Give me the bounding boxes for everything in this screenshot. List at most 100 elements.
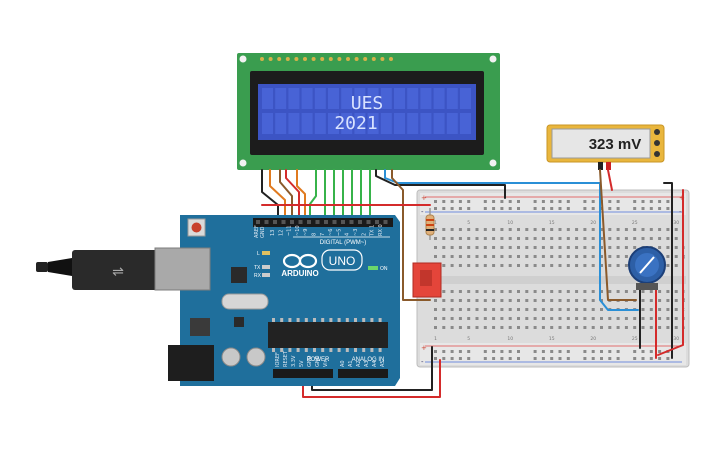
breadboard-hole[interactable]: [575, 246, 579, 249]
breadboard-hole[interactable]: [674, 326, 678, 329]
breadboard-hole[interactable]: [674, 290, 678, 293]
breadboard-hole[interactable]: [550, 299, 554, 302]
breadboard-hole[interactable]: [674, 228, 678, 231]
breadboard-hole[interactable]: [566, 255, 570, 258]
breadboard-hole[interactable]: [600, 264, 603, 267]
resistor[interactable]: [425, 208, 435, 240]
breadboard-hole[interactable]: [641, 299, 645, 302]
breadboard-hole[interactable]: [525, 317, 529, 320]
breadboard-hole[interactable]: [558, 299, 562, 302]
breadboard-hole[interactable]: [624, 317, 628, 320]
breadboard-hole[interactable]: [458, 246, 462, 249]
rail-hole[interactable]: [508, 350, 512, 353]
rail-hole[interactable]: [517, 200, 520, 203]
rail-hole[interactable]: [442, 207, 446, 210]
rail-hole[interactable]: [583, 200, 587, 203]
rail-hole[interactable]: [458, 357, 462, 360]
breadboard-hole[interactable]: [624, 237, 628, 240]
wire-rail-red-right[interactable]: [657, 189, 684, 356]
breadboard-hole[interactable]: [533, 228, 537, 231]
breadboard-hole[interactable]: [550, 290, 554, 293]
rail-hole[interactable]: [641, 357, 645, 360]
rail-hole[interactable]: [541, 200, 545, 203]
breadboard-hole[interactable]: [616, 255, 620, 258]
breadboard-hole[interactable]: [575, 290, 579, 293]
breadboard-hole[interactable]: [517, 299, 520, 302]
breadboard-hole[interactable]: [558, 255, 562, 258]
rail-hole[interactable]: [483, 207, 487, 210]
breadboard-hole[interactable]: [508, 290, 512, 293]
breadboard-hole[interactable]: [458, 308, 462, 311]
lcd-pin[interactable]: [260, 57, 264, 61]
breadboard-hole[interactable]: [674, 246, 678, 249]
rail-hole[interactable]: [450, 207, 454, 210]
wire-probe-black[interactable]: [599, 169, 637, 301]
breadboard-hole[interactable]: [591, 237, 595, 240]
breadboard-hole[interactable]: [442, 308, 446, 311]
rail-hole[interactable]: [508, 357, 512, 360]
breadboard-hole[interactable]: [492, 317, 496, 320]
lcd-pin[interactable]: [311, 57, 316, 61]
breadboard-hole[interactable]: [608, 237, 612, 240]
breadboard-hole[interactable]: [475, 317, 479, 320]
breadboard-hole[interactable]: [591, 299, 595, 302]
rail-hole[interactable]: [616, 207, 620, 210]
wire-lcd-orange-1[interactable]: [269, 169, 286, 221]
breadboard-hole[interactable]: [434, 255, 437, 258]
rail-hole[interactable]: [649, 350, 653, 353]
header-pin[interactable]: [349, 220, 354, 224]
breadboard-hole[interactable]: [525, 255, 529, 258]
breadboard-hole[interactable]: [608, 246, 612, 249]
breadboard-hole[interactable]: [575, 264, 579, 267]
breadboard-hole[interactable]: [666, 255, 670, 258]
breadboard-hole[interactable]: [450, 255, 454, 258]
breadboard-hole[interactable]: [674, 317, 678, 320]
breadboard-hole[interactable]: [442, 264, 446, 267]
breadboard-hole[interactable]: [616, 317, 620, 320]
breadboard-hole[interactable]: [525, 237, 529, 240]
breadboard-hole[interactable]: [508, 246, 512, 249]
rail-hole[interactable]: [458, 350, 462, 353]
breadboard-hole[interactable]: [525, 299, 529, 302]
breadboard-hole[interactable]: [666, 237, 670, 240]
multimeter-terminal-c[interactable]: [654, 151, 660, 157]
breadboard-hole[interactable]: [641, 308, 645, 311]
breadboard-hole[interactable]: [550, 326, 554, 329]
lcd-pin[interactable]: [389, 57, 393, 61]
breadboard-hole[interactable]: [583, 326, 587, 329]
breadboard-hole[interactable]: [624, 246, 628, 249]
rail-hole[interactable]: [434, 350, 437, 353]
breadboard-hole[interactable]: [483, 255, 487, 258]
breadboard-hole[interactable]: [517, 237, 520, 240]
breadboard-hole[interactable]: [492, 264, 496, 267]
breadboard-hole[interactable]: [583, 246, 587, 249]
breadboard-hole[interactable]: [583, 255, 587, 258]
lcd-pin[interactable]: [354, 57, 359, 61]
breadboard-hole[interactable]: [591, 255, 595, 258]
lcd-pin[interactable]: [328, 57, 333, 61]
rail-hole[interactable]: [434, 357, 437, 360]
breadboard-hole[interactable]: [492, 228, 496, 231]
rail-hole[interactable]: [458, 207, 462, 210]
breadboard-hole[interactable]: [492, 326, 496, 329]
breadboard-hole[interactable]: [442, 228, 446, 231]
breadboard-hole[interactable]: [492, 255, 496, 258]
breadboard-hole[interactable]: [434, 237, 437, 240]
header-pin[interactable]: [366, 220, 371, 224]
slide-switch[interactable]: [412, 262, 442, 298]
breadboard-hole[interactable]: [483, 308, 487, 311]
header-pin[interactable]: [332, 220, 337, 224]
breadboard-hole[interactable]: [525, 264, 529, 267]
breadboard-hole[interactable]: [649, 308, 653, 311]
breadboard-hole[interactable]: [475, 326, 479, 329]
breadboard-hole[interactable]: [467, 255, 471, 258]
rail-hole[interactable]: [616, 200, 620, 203]
rail-hole[interactable]: [450, 200, 454, 203]
breadboard-hole[interactable]: [550, 237, 554, 240]
breadboard-hole[interactable]: [517, 228, 520, 231]
rail-hole[interactable]: [591, 207, 595, 210]
breadboard-hole[interactable]: [666, 228, 670, 231]
rail-hole[interactable]: [533, 200, 537, 203]
